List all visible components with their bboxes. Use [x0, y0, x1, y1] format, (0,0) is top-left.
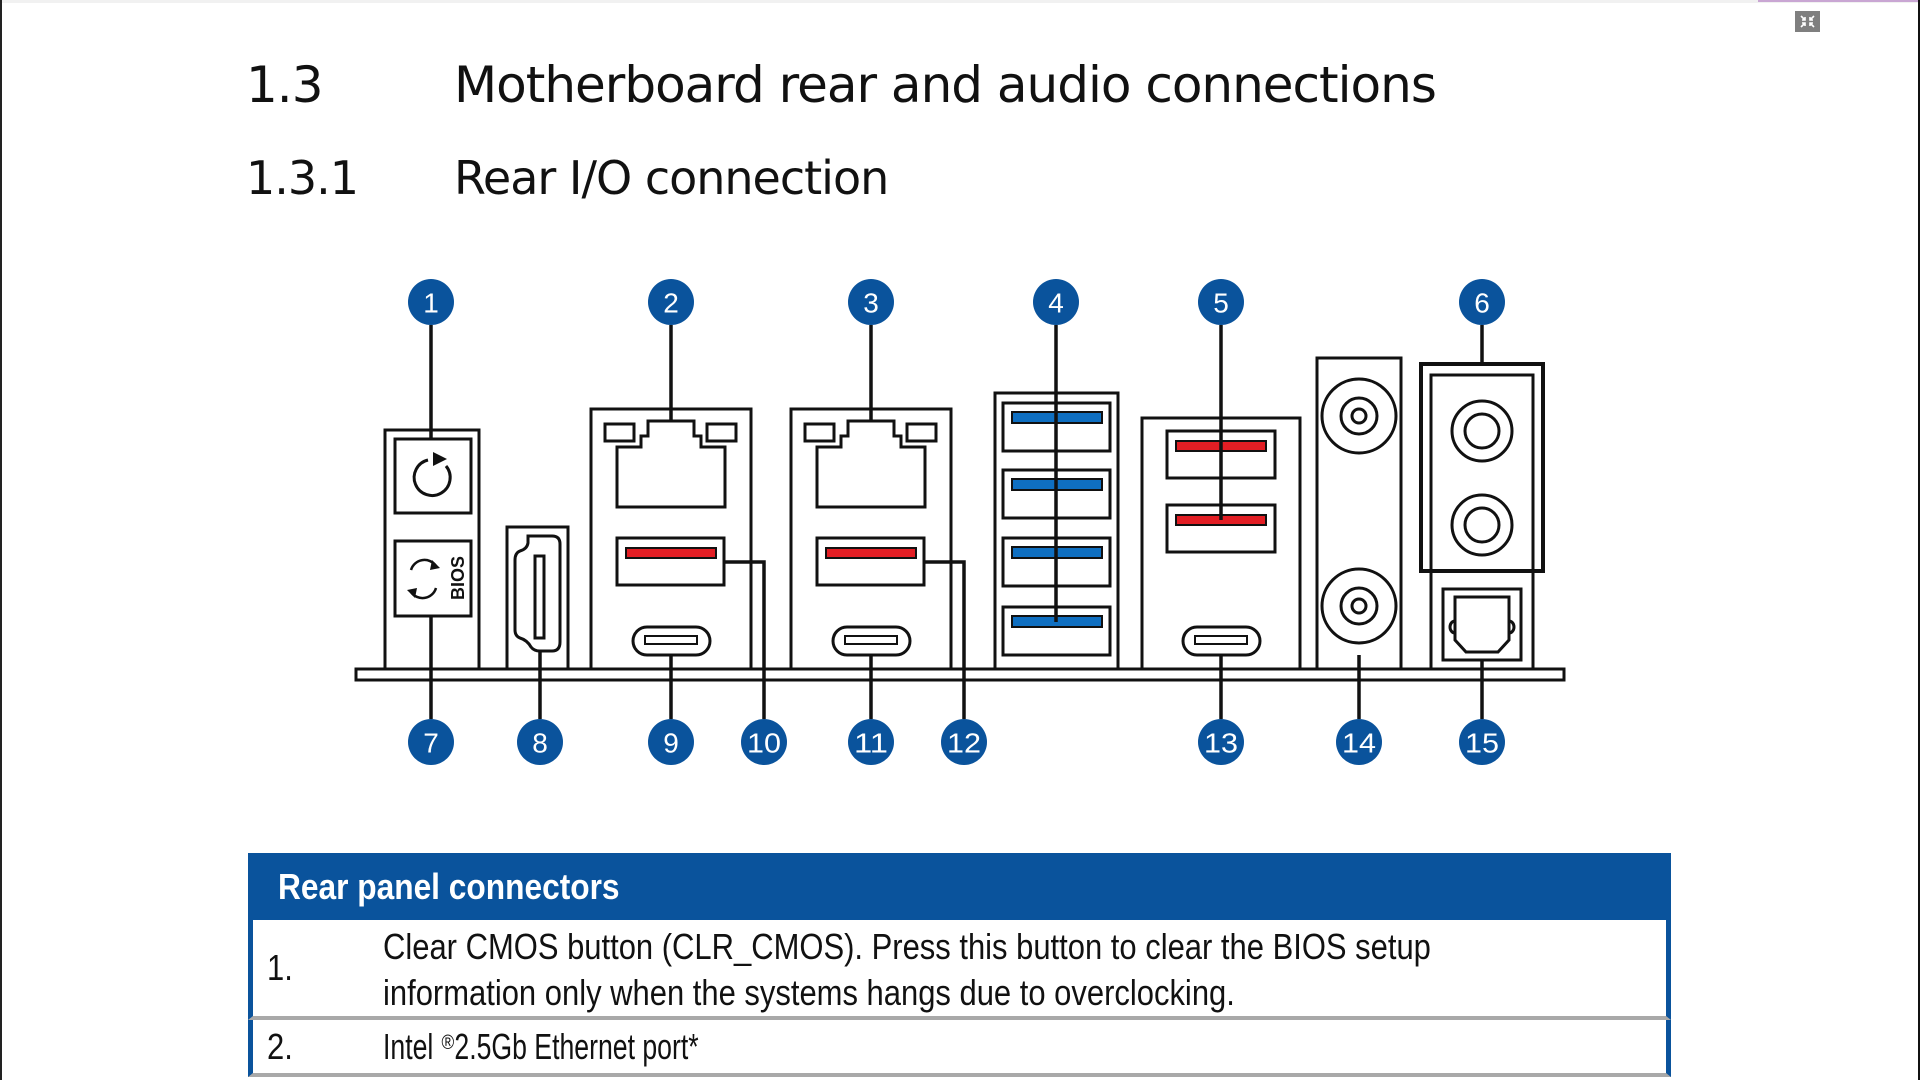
usb-a-port-icon — [615, 536, 726, 587]
callout-circle — [648, 719, 694, 765]
rj45-port-icon — [803, 419, 938, 509]
antenna-connector-icon — [1320, 567, 1398, 645]
window-border-right — [1918, 0, 1920, 1080]
callout-number: 4 — [1048, 288, 1064, 319]
callout-7: 7 — [408, 719, 454, 765]
callout-number: 10 — [747, 728, 781, 759]
bios-flashback-button — [393, 539, 473, 618]
callout-circle — [1459, 719, 1505, 765]
callout-number: 5 — [1213, 288, 1229, 319]
callout-number: 8 — [532, 728, 548, 759]
callout-number: 15 — [1465, 728, 1499, 759]
audio-jack-icon — [1450, 493, 1514, 557]
antenna-block — [1315, 356, 1403, 671]
audio-block — [1419, 362, 1545, 671]
subsection-title: Rear I/O connection — [454, 151, 889, 205]
callout-circle — [408, 719, 454, 765]
hdmi-block — [505, 525, 570, 671]
top-accent-line — [1758, 0, 1918, 2]
audio-jack-icon — [1450, 399, 1514, 463]
callout-circle — [1198, 719, 1244, 765]
callout-circle — [648, 279, 694, 325]
collapse-arrows-icon — [1800, 15, 1815, 28]
top-bar — [2, 0, 1918, 3]
callout-number: 11 — [854, 728, 888, 759]
callout-number: 2 — [663, 288, 679, 319]
callout-number: 12 — [947, 728, 981, 759]
clr-cmos-button — [393, 437, 473, 515]
leader-lines — [429, 325, 1484, 719]
row-number: 1. — [267, 947, 293, 988]
callout-3: 3 — [848, 279, 894, 325]
table-row: 1. Clear CMOS button (CLR_CMOS). Press t… — [248, 920, 1671, 1020]
callout-14: 14 — [1336, 719, 1382, 765]
callout-circle — [517, 719, 563, 765]
table-row: 2. Intel® 2.5Gb Ethernet port* — [248, 1020, 1671, 1077]
row-description: Clear CMOS button (CLR_CMOS). Press this… — [383, 926, 1431, 1013]
rj45-port-icon — [603, 419, 738, 509]
subsection-number: 1.3.1 — [246, 151, 359, 205]
callout-6: 6 — [1459, 279, 1505, 325]
callout-circle — [1198, 279, 1244, 325]
callout-number: 1 — [423, 288, 439, 319]
callout-circle — [741, 719, 787, 765]
callout-circle — [1336, 719, 1382, 765]
table-header: Rear panel connectors — [248, 853, 1671, 920]
rear-panel-connectors-table: Rear panel connectors 1. Clear CMOS butt… — [248, 853, 1671, 1077]
callout-1: 1 — [408, 279, 454, 325]
usb-a-slot — [625, 547, 717, 559]
callout-circle — [941, 719, 987, 765]
callout-circle — [848, 279, 894, 325]
callout-13: 13 — [1198, 719, 1244, 765]
rear-io-diagram: BIOS — [354, 279, 1566, 765]
callout-11: 11 — [848, 719, 894, 765]
callout-number: 14 — [1342, 728, 1376, 759]
callout-number: 6 — [1474, 288, 1490, 319]
row-number: 2. — [267, 1025, 293, 1067]
callout-number: 3 — [863, 288, 879, 319]
callout-number: 9 — [663, 728, 679, 759]
callout-number: 13 — [1204, 728, 1238, 759]
callout-12: 12 — [941, 719, 987, 765]
callout-4: 4 — [1033, 279, 1079, 325]
callout-2: 2 — [648, 279, 694, 325]
callout-10: 10 — [741, 719, 787, 765]
callout-circle — [1033, 279, 1079, 325]
window-border-left — [0, 0, 2, 1080]
callout-9: 9 — [648, 719, 694, 765]
io-shield-baseline — [354, 667, 1566, 682]
usb-a-port-icon — [815, 536, 926, 587]
section-number: 1.3 — [246, 56, 324, 114]
callout-circle — [1459, 279, 1505, 325]
row-description: Intel® 2.5Gb Ethernet port* — [383, 1025, 699, 1067]
hdmi-port-icon — [513, 534, 562, 653]
exit-fullscreen-button[interactable] — [1795, 11, 1820, 32]
bios-sync-icon — [407, 558, 440, 600]
callout-8: 8 — [517, 719, 563, 765]
lan-usb-block-1 — [589, 407, 753, 671]
callout-number: 7 — [423, 728, 439, 759]
section-title: Motherboard rear and audio connections — [454, 56, 1437, 114]
callout-15: 15 — [1459, 719, 1505, 765]
lan-usb-block-2 — [789, 407, 953, 671]
usb-a-slot — [825, 547, 917, 559]
refresh-arrow-icon — [412, 452, 452, 497]
optical-spdif-icon — [1453, 595, 1511, 654]
bios-label: BIOS — [448, 556, 468, 600]
callout-5: 5 — [1198, 279, 1244, 325]
callout-circle — [408, 279, 454, 325]
callout-circle — [848, 719, 894, 765]
antenna-connector-icon — [1320, 377, 1398, 455]
